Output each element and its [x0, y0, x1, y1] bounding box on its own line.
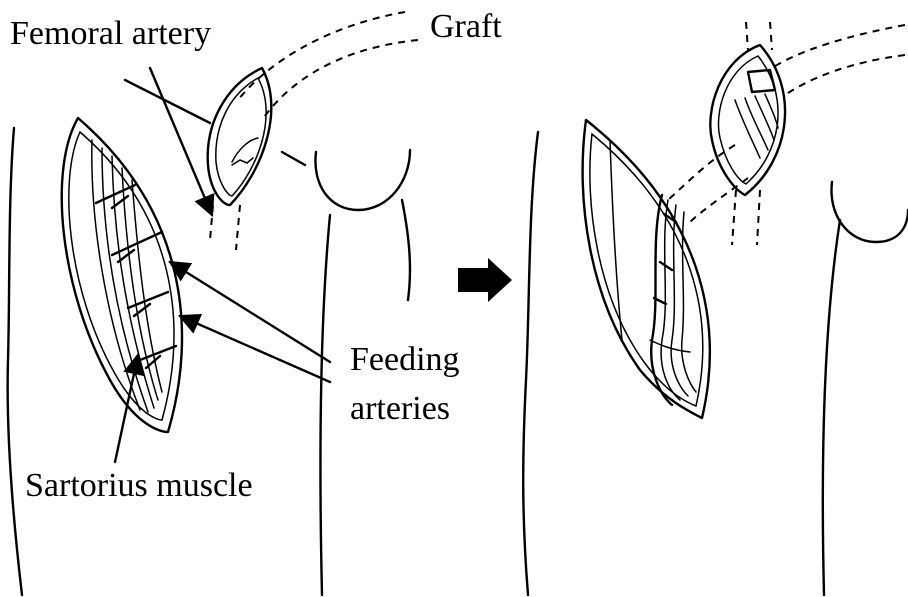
right-transposed-muscle	[610, 140, 696, 405]
right-sartorius-incision-inner	[590, 134, 703, 406]
anastomosis-stitching	[232, 138, 258, 165]
right-femoral-incision	[710, 45, 785, 195]
right-graft-dashed-lower	[785, 55, 905, 95]
feeding-label: Feeding	[350, 342, 460, 378]
graft-dashed-lower	[262, 40, 418, 120]
sartorius-muscle-fibres	[92, 140, 162, 412]
femoral-artery-pointer-arrow	[150, 68, 212, 215]
graft-tunnel-dashed-lower	[690, 178, 748, 222]
left-thigh-outline	[8, 128, 22, 595]
femoral-artery-label: Femoral artery	[10, 16, 211, 52]
graft-label: Graft	[430, 9, 502, 45]
left-inner-thigh-outline-2	[402, 200, 410, 300]
left-knee-contour	[315, 150, 410, 210]
femoral-artery-dashed-right	[236, 205, 240, 250]
right-arrow-icon	[458, 258, 512, 302]
right-knee-contour	[831, 182, 908, 242]
right-femoral-dashed-right	[757, 190, 760, 245]
right-inner-thigh-outline	[823, 220, 840, 595]
arteries-label: arteries	[350, 391, 450, 427]
right-panel-after	[523, 22, 908, 595]
inguinal-ligament-line-2	[282, 152, 305, 165]
sartorius-muscle-label: Sartorius muscle	[25, 468, 253, 504]
right-thigh-outline	[523, 132, 538, 595]
right-femoral-dashed-left	[732, 190, 736, 245]
left-panel-before	[8, 12, 418, 595]
right-graft-anastomosis	[735, 70, 778, 158]
inguinal-ligament-line	[125, 80, 210, 123]
left-inner-thigh-outline	[320, 215, 330, 595]
graft-dashed-upper	[238, 12, 405, 100]
right-graft-dashed-upper	[772, 25, 905, 68]
